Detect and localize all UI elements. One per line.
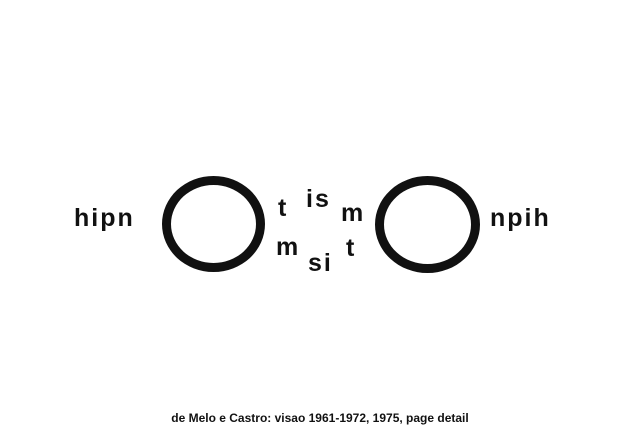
caption: de Melo e Castro: visao 1961-1972, 1975,… xyxy=(171,411,469,425)
letter-m-upper: m xyxy=(341,199,366,227)
left-ring-o xyxy=(162,176,265,272)
right-ring-o xyxy=(375,176,480,273)
letters-is-upper: is xyxy=(306,185,331,213)
letter-t-lower: t xyxy=(346,234,357,262)
letters-si-lower: si xyxy=(308,249,333,277)
letter-t-upper: t xyxy=(278,194,289,222)
word-hipn: hipn xyxy=(74,204,135,232)
word-npih: npih xyxy=(490,204,551,232)
letter-m-lower: m xyxy=(276,233,301,261)
